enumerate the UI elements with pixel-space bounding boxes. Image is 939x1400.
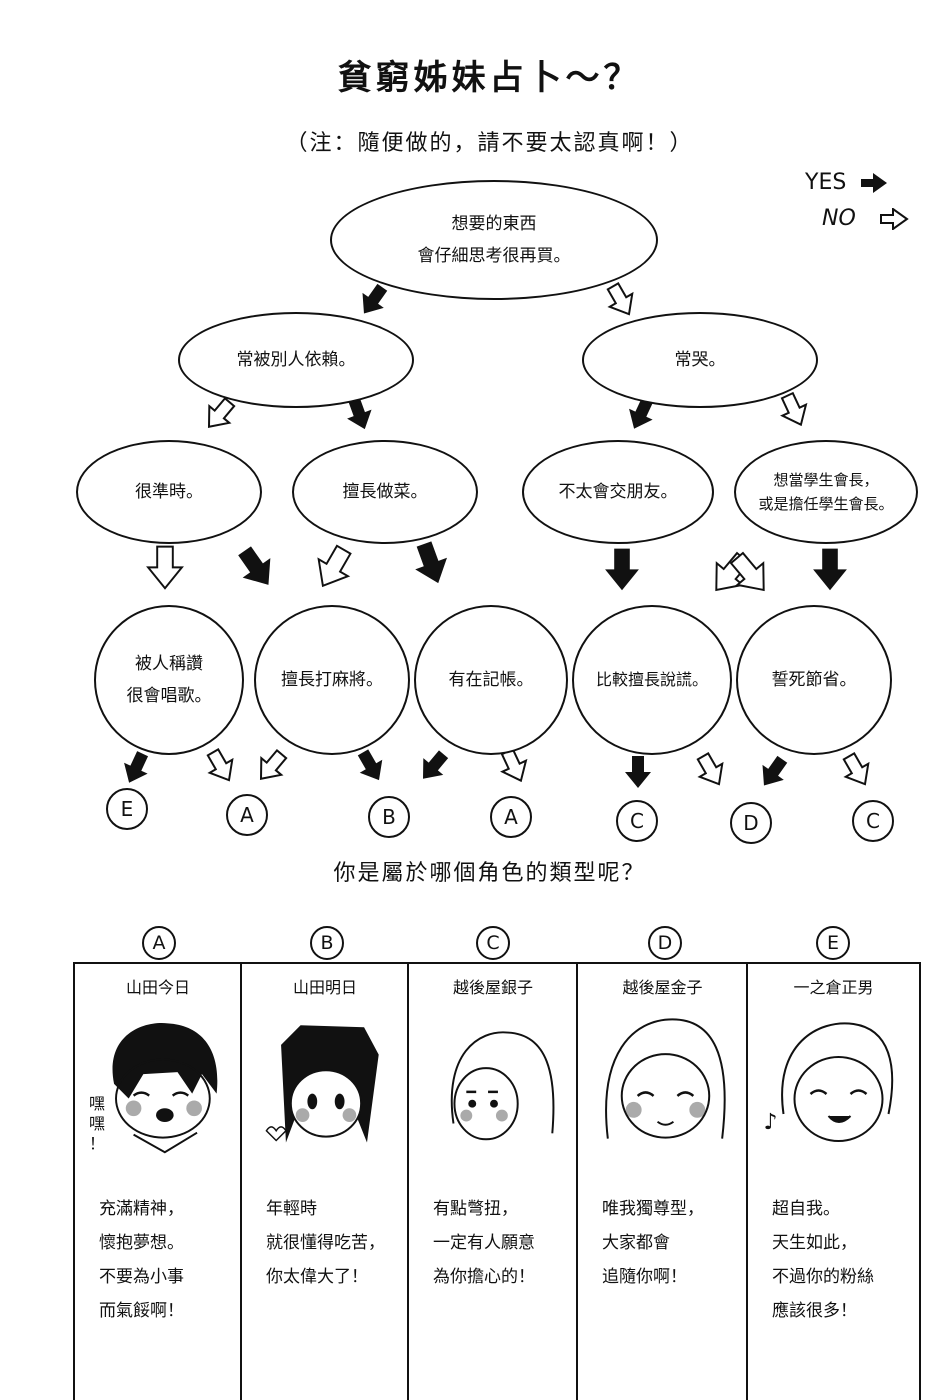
node-good-cook: 擅長做菜。 [292, 440, 478, 544]
legend-yes-label: YES [805, 170, 847, 195]
node-relied-on: 常被別人依賴。 [178, 312, 414, 408]
panel-letter-c: C [476, 926, 510, 960]
panel-letter-e: E [816, 926, 850, 960]
character-portrait-icon: ♪ [764, 1022, 894, 1142]
node-root: 想要的東西 會仔細思考很再買。 [330, 180, 658, 300]
character-name: 一之倉正男 [793, 978, 874, 997]
arrow-no [774, 389, 814, 432]
character-panels: 山田今日 嘿 嘿 ！ 充滿精神， 懷抱夢想。 不要為小事 而氣餒啊！ 山田明日 … [73, 962, 921, 1400]
character-name: 山田明日 [292, 978, 357, 997]
character-name: 越後屋金子 [622, 978, 703, 997]
legend-no-label: NO [822, 206, 856, 231]
arrow-no [200, 744, 242, 788]
node-cries: 常哭。 [582, 312, 818, 408]
node-mahjong: 擅長打麻將。 [254, 605, 410, 755]
arrow-yes [753, 751, 793, 793]
character-description: 年輕時 就很懂得吃苦， 你太偉大了！ [266, 1199, 385, 1287]
arrow-yes [813, 548, 847, 591]
panel-letter-d: D [648, 926, 682, 960]
arrow-no [147, 545, 183, 590]
page-title: 貧窮姊妹占卜～？ [337, 58, 642, 98]
arrow-yes [625, 756, 651, 788]
question-text: 你是屬於哪個角色的類型呢？ [333, 861, 646, 886]
arrow-yes [353, 279, 393, 321]
filled-arrow-icon [861, 173, 888, 193]
legend-no: NO [822, 206, 909, 231]
character-portrait-icon [450, 1031, 555, 1141]
node-few-friends: 不太會交朋友。 [522, 440, 714, 544]
character-description: 有點彆扭， 一定有人願意 為你擔心的！ [433, 1199, 535, 1287]
arrow-yes [117, 748, 155, 789]
result-badge: D [730, 802, 772, 844]
character-portrait-icon [112, 1022, 218, 1154]
node-lying: 比較擅長說謊。 [572, 605, 732, 755]
node-bookkeeping: 有在記帳。 [414, 605, 568, 755]
character-panel: 越後屋銀子 有點彆扭， 一定有人願意 為你擔心的！ [407, 962, 579, 1400]
result-badge: A [226, 794, 268, 836]
node-sings-well: 被人稱讚 很會唱歌。 [94, 605, 244, 755]
node-punctual: 很準時。 [76, 440, 262, 544]
node-student-council: 想當學生會長， 或是擔任學生會長。 [734, 440, 918, 544]
character-description: 唯我獨尊型， 大家都會 追隨你啊！ [602, 1199, 704, 1287]
result-badge: C [852, 800, 894, 842]
character-portrait-icon [605, 1018, 726, 1139]
arrow-yes [605, 548, 639, 591]
arrow-yes [230, 541, 283, 595]
result-badge: E [106, 788, 148, 830]
character-panel: 一之倉正男 ♪ 超自我。 天生如此， 不過你的粉絲 應該很多！ [746, 962, 921, 1400]
result-badge: C [616, 800, 658, 842]
outline-arrow-icon [879, 207, 909, 231]
result-badge: B [368, 796, 410, 838]
arrow-yes [351, 745, 391, 787]
character-portrait-icon [265, 1025, 379, 1143]
panel-letter-a: A [142, 926, 176, 960]
legend-yes: YES [805, 170, 889, 195]
result-badge: A [490, 796, 532, 838]
arrow-no [600, 278, 642, 322]
arrow-no [836, 748, 878, 792]
arrow-yes [408, 538, 455, 589]
arrow-no [250, 744, 293, 789]
node-frugal: 誓死節省。 [736, 605, 892, 755]
character-name: 越後屋銀子 [452, 978, 533, 997]
svg-text:♪: ♪ [764, 1110, 778, 1135]
character-aside: 嘿 嘿 ！ [89, 1094, 106, 1153]
arrow-yes [413, 745, 454, 788]
disclaimer-note: （注：隨便做的，請不要太認真啊！） [285, 131, 694, 156]
character-description: 超自我。 天生如此， 不過你的粉絲 應該很多！ [772, 1199, 874, 1321]
panel-letter-b: B [310, 926, 344, 960]
arrow-no [690, 748, 732, 792]
character-description: 充滿精神， 懷抱夢想。 不要為小事 而氣餒啊！ [99, 1199, 184, 1321]
character-panel: 山田今日 嘿 嘿 ！ 充滿精神， 懷抱夢想。 不要為小事 而氣餒啊！ [73, 962, 243, 1400]
character-panel: 山田明日 年輕時 就很懂得吃苦， 你太偉大了！ [240, 962, 410, 1400]
character-name: 山田今日 [125, 978, 190, 997]
character-panel: 越後屋金子 唯我獨尊型， 大家都會 追隨你啊！ [576, 962, 749, 1400]
arrow-no [307, 540, 360, 596]
